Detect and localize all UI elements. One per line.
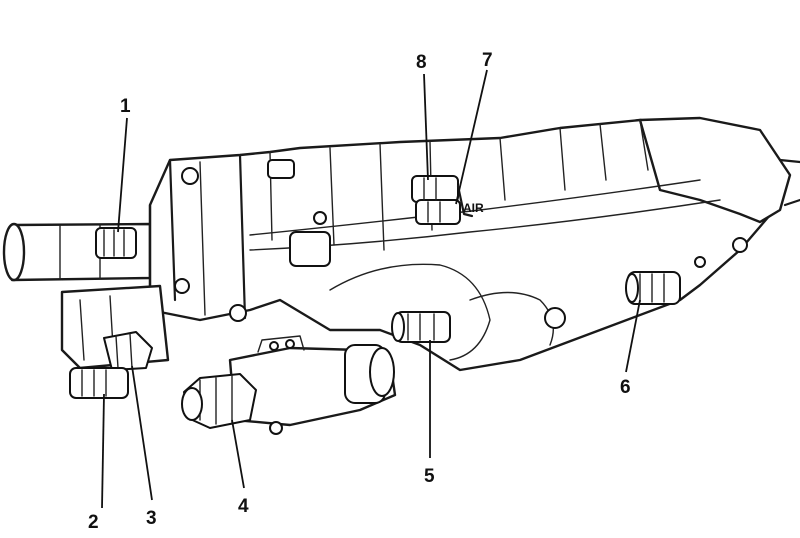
callout-7: 7: [482, 50, 493, 71]
sensor-3: [103, 331, 153, 371]
callout-5: 5: [424, 466, 435, 487]
callout-8: 8: [416, 52, 427, 73]
leader-lines: [101, 69, 641, 509]
sensor-2: [69, 367, 129, 399]
callout-1: 1: [120, 96, 131, 117]
air-fitting: [411, 175, 474, 225]
callout-4: 4: [238, 496, 249, 517]
sensor-6: [625, 271, 681, 305]
air-stamp-text: AIR: [463, 201, 484, 215]
callouts: 1 2 3 4 5 6 7 8: [88, 50, 631, 533]
callout-3: 3: [146, 508, 157, 529]
sensor-1: [95, 227, 137, 259]
sensor-5: [391, 311, 451, 343]
callout-6: 6: [620, 377, 631, 398]
solenoid-4: [181, 335, 397, 435]
transmission-housing: [2, 116, 800, 372]
callout-2: 2: [88, 512, 99, 533]
